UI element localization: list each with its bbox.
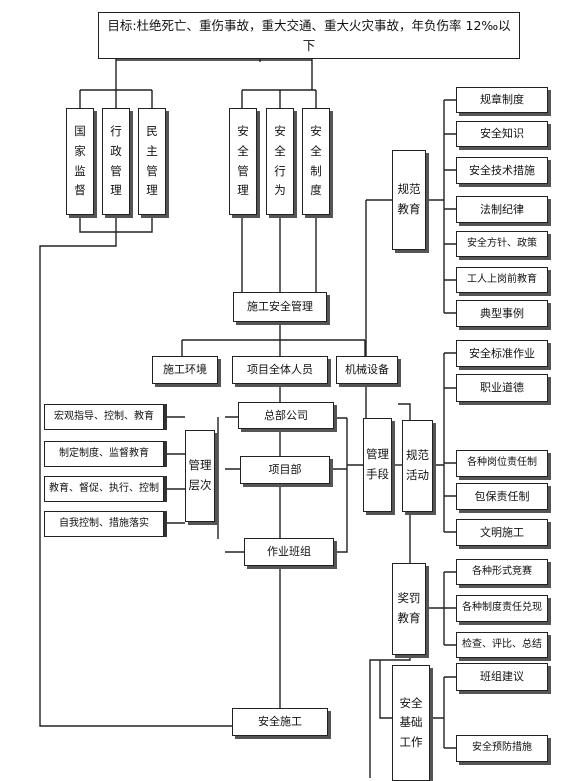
group-safety-behavior: 安全行为 <box>266 108 294 215</box>
construction-safety-management: 施工安全管理 <box>233 292 327 322</box>
edu-safety-tech-measures: 安全技术措施 <box>456 157 548 184</box>
management-levels-label: 管理层次 <box>185 430 215 522</box>
edu-pre-job-training: 工人上岗前教育 <box>456 267 548 293</box>
duty-headquarters: 宏观指导、控制、教育 <box>44 404 164 430</box>
edu-legal-discipline: 法制纪律 <box>456 196 548 223</box>
goal-box: 目标:杜绝死亡、重伤事故，重大交通、重大火灾事故，年负伤率 12‰以下 <box>98 12 520 59</box>
edu-safety-policy: 安全方针、政策 <box>456 231 548 257</box>
act-guarantee-responsibility: 包保责任制 <box>456 483 548 510</box>
reward-competitions: 各种形式竞赛 <box>456 559 548 585</box>
safe-construction: 安全施工 <box>232 708 328 736</box>
management-means-label: 管理手段 <box>363 418 392 512</box>
act-post-responsibility: 各种岗位责任制 <box>456 450 548 477</box>
norm-activities-label: 规范活动 <box>402 420 433 512</box>
all-project-staff: 项目全体人员 <box>232 356 328 384</box>
reward-responsibility-fulfill: 各种制度责任兑现 <box>456 595 548 622</box>
machinery-equipment: 机械设备 <box>336 356 398 384</box>
norm-education-label: 规范教育 <box>392 150 426 250</box>
level-work-team: 作业班组 <box>244 538 334 566</box>
construction-environment: 施工环境 <box>152 356 218 384</box>
group-national-supervision: 国家监督 <box>66 108 94 215</box>
act-professional-ethics: 职业道德 <box>456 374 548 402</box>
group-democratic-management: 民主管理 <box>138 108 166 215</box>
duty-work-team: 教育、督促、执行、控制 <box>44 476 164 502</box>
group-safety-management: 安全管理 <box>229 108 257 215</box>
group-admin-management: 行政管理 <box>102 108 130 215</box>
basic-prevention-measures: 安全预防措施 <box>456 735 548 762</box>
level-project-dept: 项目部 <box>240 456 330 484</box>
level-headquarters: 总部公司 <box>238 402 334 429</box>
basic-team-suggestions: 班组建议 <box>456 663 548 691</box>
reward-education-label: 奖罚教育 <box>392 563 426 655</box>
edu-typical-cases: 典型事例 <box>456 300 548 327</box>
act-civilized-construction: 文明施工 <box>456 519 548 546</box>
edu-rules: 规章制度 <box>456 87 548 113</box>
reward-inspection-summary: 检查、评比、总结 <box>456 632 548 658</box>
act-standard-operation: 安全标准作业 <box>456 340 548 367</box>
group-safety-system: 安全制度 <box>302 108 330 215</box>
duty-project-dept: 制定制度、监督教育 <box>44 441 164 467</box>
edu-safety-knowledge: 安全知识 <box>456 121 548 147</box>
duty-self-control: 自我控制、措施落实 <box>44 511 164 537</box>
safety-basic-work-label: 安全基础工作 <box>392 665 430 781</box>
